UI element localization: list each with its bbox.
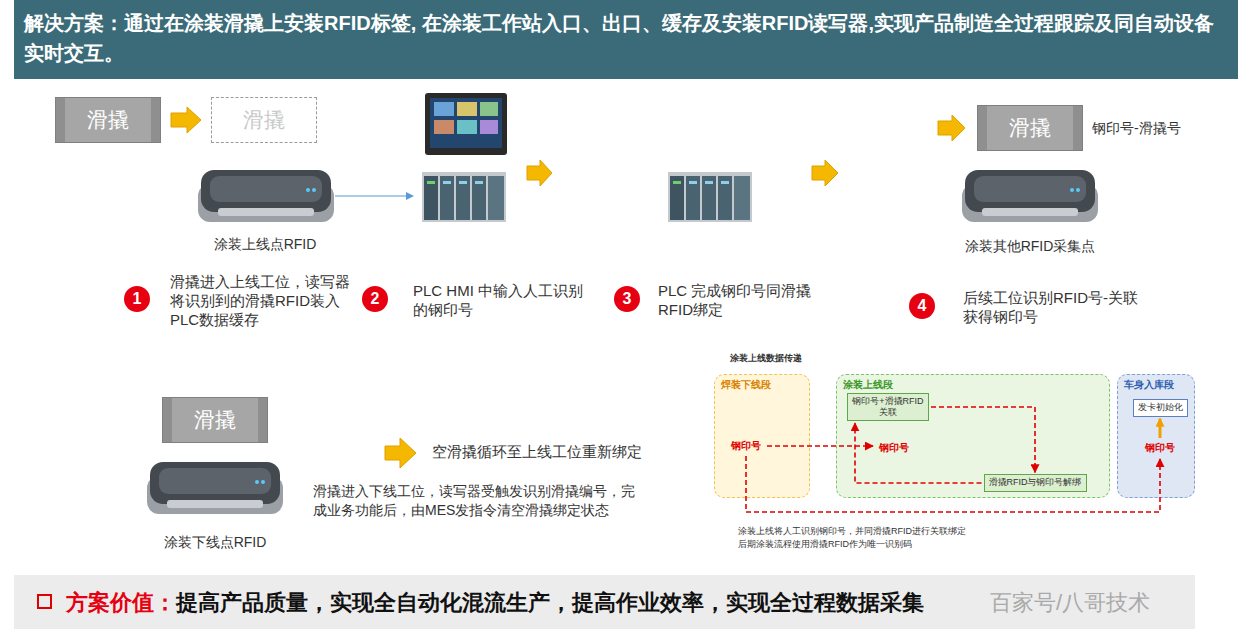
rfid-reader: [962, 170, 1098, 222]
node-text: 滑撬RFID与钢印号解绑: [989, 477, 1082, 488]
step-arrow: [812, 160, 838, 186]
ghost-slide-box: 滑撬: [211, 97, 317, 143]
note-text: 后期涂装流程使用滑撬RFID作为唯一识别码: [738, 538, 912, 550]
node-text: 钢印号+滑撬RFID 关联: [852, 396, 924, 419]
stamp-number: 钢印号: [1142, 440, 1178, 456]
step-text: 后续工位识别RFID号-关联获得钢印号: [963, 288, 1143, 326]
flow-arrow: [767, 445, 873, 447]
hmi-tile: [480, 102, 498, 116]
note-text: 涂装上线将人工识别钢印号，并同滑撬RFID进行关联绑定: [738, 525, 966, 537]
flow-arrow: [855, 423, 982, 483]
slide-box: 滑撬: [977, 105, 1083, 151]
node-text: 滑撬: [1009, 114, 1051, 142]
hmi-tile: [480, 120, 498, 134]
caption: 涂装其他RFID采集点: [965, 237, 1096, 255]
node-text: 滑撬: [194, 406, 236, 434]
process-box: 发卡初始化: [1133, 399, 1188, 416]
node-text: 钢印号: [1145, 441, 1175, 455]
zone-heading: 车身入库段: [1124, 378, 1194, 392]
step-arrow: [938, 115, 965, 141]
step-arrow: [527, 160, 552, 186]
return-arrow: [385, 438, 416, 468]
footer-bar: [14, 575, 1195, 629]
hmi-frame: [425, 93, 507, 155]
hmi-tile: [434, 120, 454, 134]
hmi-tile: [457, 120, 477, 134]
watermark: 百家号/八哥技术: [990, 588, 1150, 617]
plc-rack: [668, 172, 752, 222]
zone-region: 车身入库段发卡初始化钢印号: [1117, 374, 1195, 498]
hmi-screen: [430, 98, 502, 148]
node-text: 钢印号: [731, 439, 761, 453]
step-text: PLC HMI 中输入人工识别的钢印号: [413, 281, 585, 319]
hmi-tile: [434, 102, 454, 116]
slide-box: 滑撬: [162, 397, 268, 443]
node-text: 发卡初始化: [1138, 402, 1183, 413]
rfid-reader: [147, 462, 283, 514]
wire-head: [406, 192, 414, 200]
bullet-square: [38, 595, 51, 608]
step-text: PLC 完成钢印号同滑撬RFID绑定: [658, 281, 826, 319]
rfid-reader: [198, 170, 334, 222]
node-text: 滑撬: [243, 106, 285, 134]
flow-arrow: [931, 407, 1035, 472]
step-text: 空滑撬循环至上线工位重新绑定: [432, 442, 642, 462]
zone-heading: 涂装上线段: [843, 378, 1109, 392]
slide-title: 解决方案：通过在涂装滑撬上安装RFID标签, 在涂装工作站入口、出口、缓存及安装…: [24, 8, 1229, 68]
zone-region: 焊装下线段钢印号: [714, 374, 810, 498]
slide-box: 滑撬: [55, 97, 161, 143]
value-text: 提高产品质量，实现全自动化混流生产，提高作业效率，实现全过程数据采集: [176, 588, 924, 617]
value-heading: 方案价值：: [66, 588, 176, 617]
caption: 钢印号-滑撬号: [1092, 119, 1181, 137]
stamp-number: 钢印号: [876, 440, 912, 456]
block-arrow: [171, 107, 201, 133]
flow-arrow: [1159, 419, 1162, 438]
process-box: 钢印号+滑撬RFID 关联: [847, 393, 929, 422]
step-text: 滑撬进入下线工位，读写器受触发识别滑撬编号，完成业务功能后，由MES发指令清空滑…: [313, 482, 643, 520]
caption: 涂装下线点RFID: [164, 533, 267, 551]
data-wire: [335, 195, 408, 196]
zone-region: 涂装上线段钢印号+滑撬RFID 关联钢印号滑撬RFID与钢印号解绑: [836, 374, 1110, 498]
zone-heading: 焊装下线段: [721, 378, 809, 392]
callout-number: 1: [124, 286, 150, 312]
step-text: 滑撬进入上线工位，读写器将识别到的滑撬RFID装入PLC数据缓存: [170, 272, 350, 329]
title-bar: [14, 0, 1238, 79]
process-box: 滑撬RFID与钢印号解绑: [984, 474, 1087, 491]
callout-number: 4: [909, 293, 935, 319]
callout-number: 2: [362, 286, 388, 312]
plc-rack: [422, 172, 506, 222]
hmi-tile: [457, 102, 477, 116]
stamp-number: 钢印号: [728, 438, 764, 454]
node-text: 钢印号: [879, 441, 909, 455]
flow-arrow: [746, 456, 1160, 512]
diagram-title: 涂装上线数据传递: [730, 352, 802, 364]
node-text: 滑撬: [87, 106, 129, 134]
caption: 涂装上线点RFID: [214, 235, 317, 253]
callout-number: 3: [614, 286, 640, 312]
